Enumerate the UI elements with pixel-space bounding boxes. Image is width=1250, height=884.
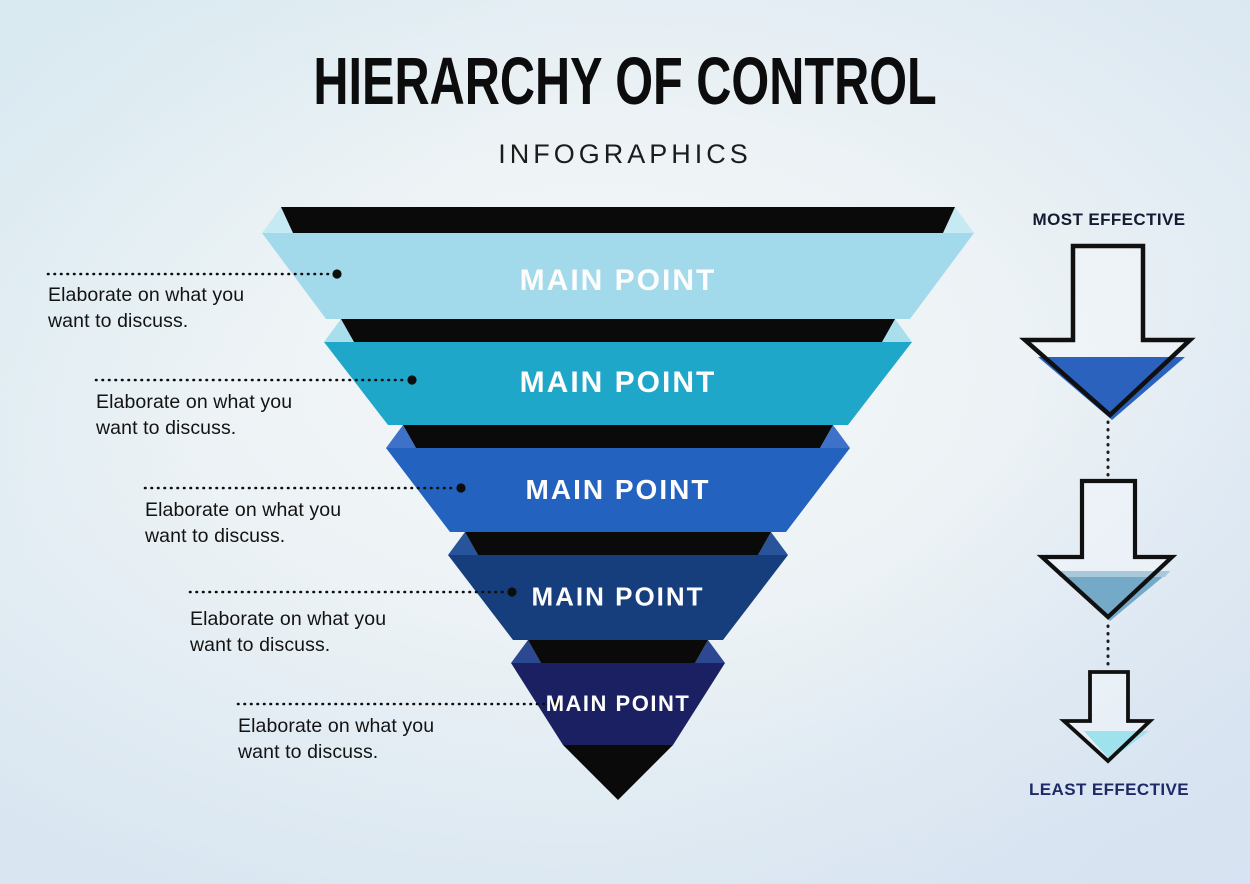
tier-4-left-fold: [448, 532, 478, 555]
tier-3-shadow-band: [403, 425, 833, 448]
large-down-arrow-head-fill: [1038, 357, 1185, 420]
tier-2-right-fold: [882, 319, 912, 342]
tier-2-description: Elaborate on what you want to discuss.: [96, 391, 293, 439]
leader-dot-3: [456, 483, 466, 493]
large-down-arrow-icon: [1019, 243, 1196, 419]
header: HIERARCHY OF CONTROL: [0, 43, 1250, 119]
page-subtitle: INFOGRAPHICS: [498, 139, 752, 169]
tier-4-right-fold: [758, 532, 788, 555]
tier-5-band: [511, 663, 725, 745]
tier-4-band: [448, 555, 788, 640]
tier-3-band: [386, 448, 850, 532]
effectiveness-arrow-1: [1019, 243, 1196, 420]
tier-1-shadow-band: [281, 207, 955, 233]
tier-5-description: Elaborate on what you want to discuss.: [238, 715, 435, 763]
tier-2-left-fold: [324, 319, 354, 342]
funnel-tier-4: [448, 532, 788, 640]
tier-4-shadow-band: [465, 532, 771, 555]
leader-dot-2: [407, 375, 417, 385]
tier-5-shadow-band: [528, 640, 708, 663]
tier-4-description: Elaborate on what you want to discuss.: [190, 608, 387, 656]
funnel-tier-5: [511, 640, 725, 745]
effectiveness-arrow-2: [1036, 478, 1178, 621]
callout-leaders: [46, 269, 561, 709]
funnel-tier-1: [262, 207, 974, 319]
tier-3-left-fold: [386, 425, 416, 448]
tier-1-band: [262, 233, 974, 319]
most-effective-label: MOST EFFECTIVE: [1032, 210, 1186, 229]
medium-down-arrow-head-highlight: [1055, 571, 1170, 577]
small-down-arrow-icon: [1059, 670, 1155, 764]
least-effective-label: LEAST EFFECTIVE: [1029, 780, 1189, 799]
tier-5-left-fold: [511, 640, 541, 663]
leader-dot-1: [332, 269, 342, 279]
effectiveness-arrow-3: [1059, 670, 1155, 764]
leader-dot-5: [551, 699, 561, 709]
leader-dot-4: [507, 587, 517, 597]
tier-2-shadow-band: [341, 319, 895, 342]
medium-down-arrow-icon: [1036, 478, 1178, 620]
tier-1-description: Elaborate on what you want to discuss.: [48, 284, 245, 332]
tier-2-label: MAIN POINT: [519, 365, 717, 399]
tier-1-right-fold: [943, 207, 974, 233]
funnel-tip: [563, 745, 673, 800]
tier-3-label: MAIN POINT: [525, 474, 711, 506]
tier-1-label: MAIN POINT: [519, 263, 717, 297]
tier-5-right-fold: [695, 640, 725, 663]
tier-3-description: Elaborate on what you want to discuss.: [145, 499, 342, 547]
tier-5-label: MAIN POINT: [545, 690, 691, 716]
tier-1-left-fold: [262, 207, 293, 233]
tier-2-band: [324, 342, 912, 425]
funnel-tier-2: [324, 319, 912, 425]
tier-3-right-fold: [820, 425, 850, 448]
tier-4-label: MAIN POINT: [531, 581, 705, 612]
funnel-tier-3: [386, 425, 850, 532]
page-title: HIERARCHY OF CONTROL: [313, 43, 937, 119]
